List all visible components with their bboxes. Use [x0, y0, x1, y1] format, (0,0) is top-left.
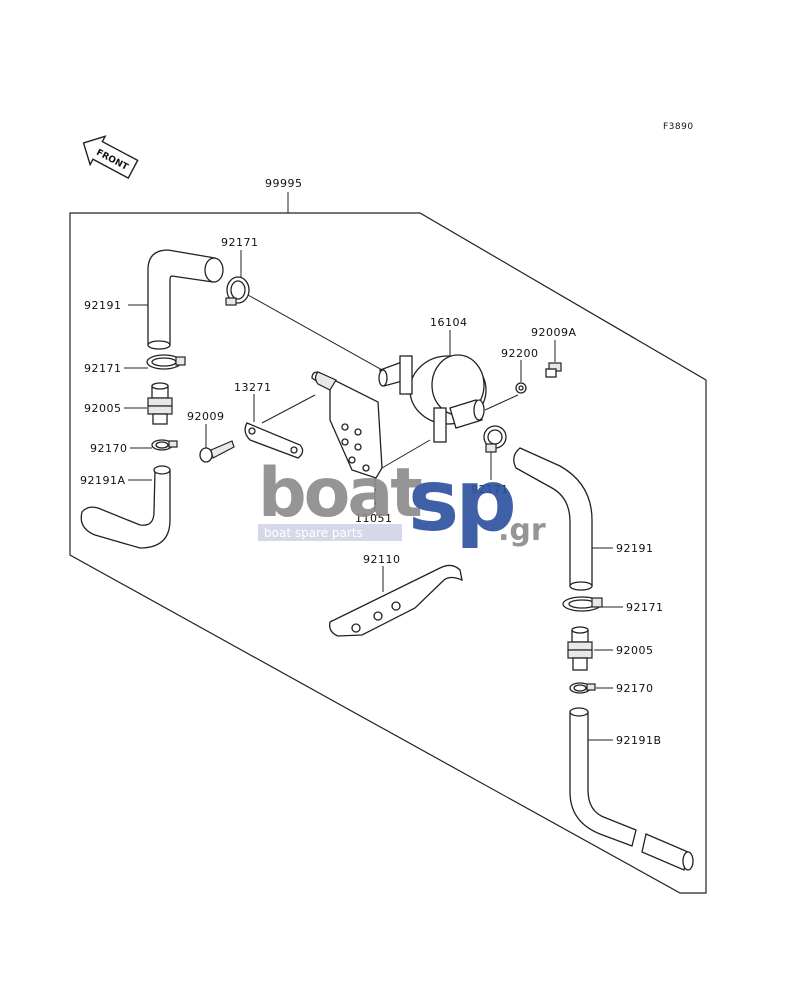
callout-bracket: 11051 — [355, 512, 393, 525]
screw — [199, 440, 235, 463]
watermark: boat sp .gr boat spare parts — [258, 451, 546, 551]
callout-hose-upper-left: 92191 — [84, 299, 122, 312]
hose-upper-left — [147, 249, 224, 350]
callout-pump: 16104 — [430, 316, 468, 329]
washer — [515, 382, 527, 394]
callout-screw: 92009 — [187, 410, 225, 423]
clamp-left — [146, 354, 186, 370]
fitting-right — [567, 626, 593, 671]
callout-hose-lower-right: 92191B — [616, 734, 662, 747]
plate — [244, 422, 304, 459]
hose-lower-right — [569, 707, 694, 871]
fitting-left — [147, 382, 173, 425]
watermark-tagline: boat spare parts — [264, 526, 363, 540]
watermark-word-a: boat — [258, 454, 421, 533]
clamp-right — [562, 596, 603, 612]
callout-clamp-top: 92171 — [221, 236, 259, 249]
front-arrow-icon: FRONT — [82, 135, 139, 179]
watermark-word-b: sp — [408, 451, 513, 551]
hose-lower-left — [80, 465, 171, 549]
callout-fitting-right: 92005 — [616, 644, 654, 657]
callout-clamp-right: 92171 — [626, 601, 664, 614]
callout-clamp-left: 92171 — [84, 362, 122, 375]
callout-bolt: 92009A — [531, 326, 577, 339]
callout-stay: 92110 — [363, 553, 401, 566]
assembly-frame — [69, 212, 707, 894]
callout-clamp-center: 92171 — [471, 483, 509, 496]
watermark-suffix: .gr — [498, 513, 546, 548]
bracket — [311, 371, 383, 479]
pump — [378, 354, 487, 443]
stay — [329, 564, 463, 637]
assembly-label: 99995 — [265, 177, 303, 190]
callout-fitting-left: 92005 — [84, 402, 122, 415]
callout-plate: 13271 — [234, 381, 272, 394]
callout-hose-lower-left: 92191A — [80, 474, 126, 487]
clamp-center — [483, 425, 507, 453]
clamp-small-left — [151, 439, 178, 451]
figure-code: F3890 — [663, 122, 694, 132]
callout-clamp-small-left: 92170 — [90, 442, 128, 455]
clamp-top — [225, 276, 250, 306]
callout-washer: 92200 — [501, 347, 539, 360]
bolt — [545, 362, 562, 378]
callout-clamp-small-right: 92170 — [616, 682, 654, 695]
callout-hose-right: 92191 — [616, 542, 654, 555]
hose-right — [513, 447, 593, 591]
clamp-small-right — [569, 682, 596, 694]
